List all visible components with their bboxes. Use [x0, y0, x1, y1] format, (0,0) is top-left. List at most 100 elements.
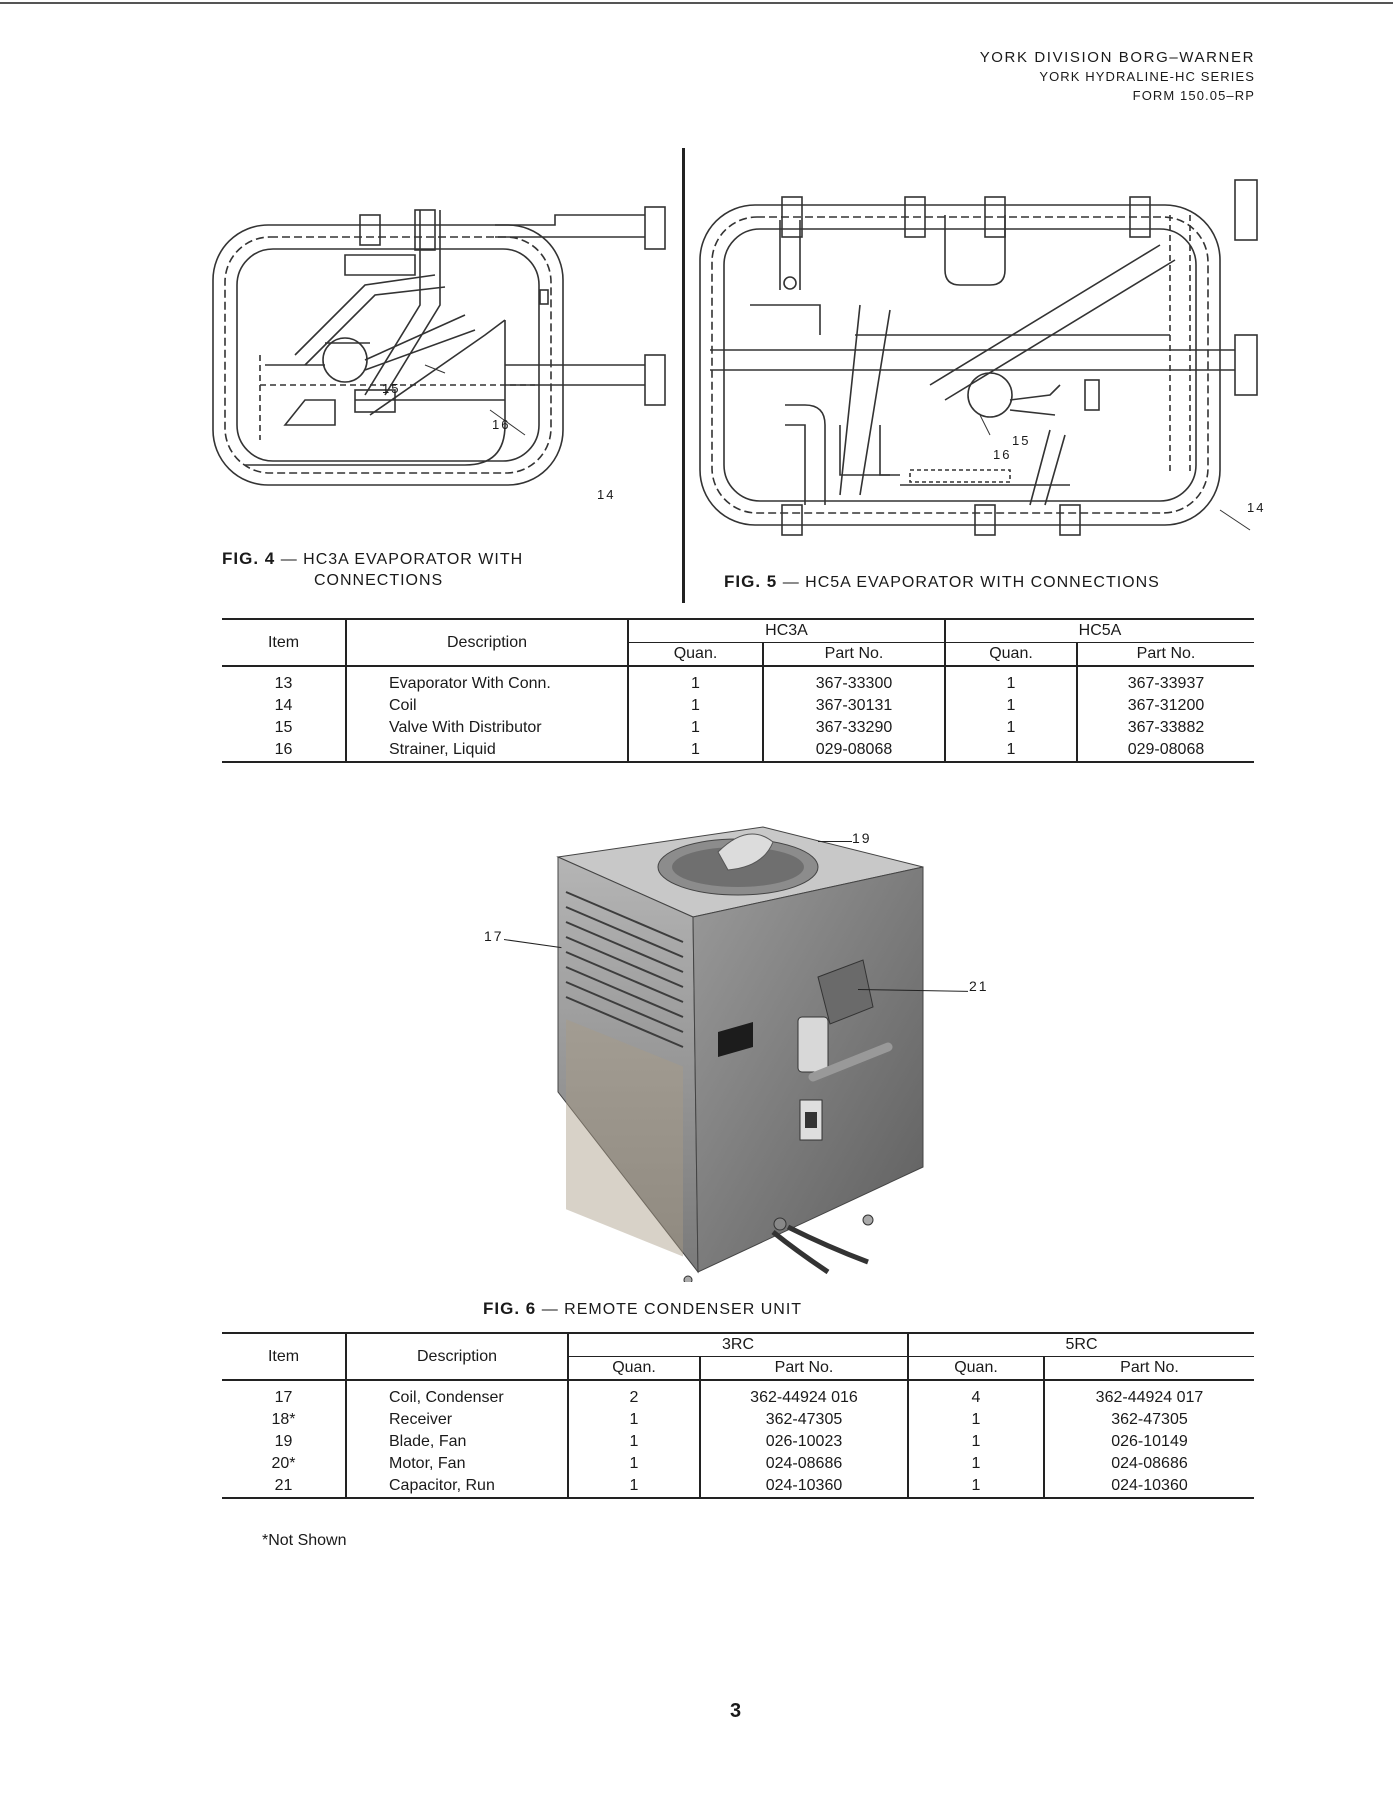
table2-header-quan: Quan.	[908, 1356, 1045, 1381]
fig4-title-line1: — HC3A EVAPORATOR WITH	[280, 551, 524, 568]
table1-part: 029-08068	[1127, 741, 1205, 758]
table2-quan: 1	[908, 1431, 1045, 1453]
table1-description: Coil	[346, 695, 629, 717]
table2-quan: 1	[568, 1475, 701, 1498]
table2-item: 20*	[222, 1453, 347, 1475]
table2-item: 18*	[222, 1409, 347, 1431]
evaporator-parts-table: Item Description HC3A HC5A Quan. Part No…	[222, 618, 1254, 763]
table2-description: Capacitor, Run	[346, 1475, 569, 1498]
table2-header-part: Part No.	[700, 1356, 909, 1381]
table2-item: 17	[222, 1380, 347, 1409]
table1-part: 367-33300	[763, 666, 946, 695]
table2-quan: 1	[568, 1431, 701, 1453]
table1-quan: 1	[628, 739, 764, 762]
fig6-title: — REMOTE CONDENSER UNIT	[541, 1301, 803, 1318]
table2-part: 362-44924 016	[700, 1380, 909, 1409]
header-line-1: YORK DIVISION BORG–WARNER	[979, 49, 1255, 66]
table-row: 21 Capacitor, Run 1 024-10360 1 024-1036…	[222, 1475, 1254, 1498]
fig4-callout-16: 16	[492, 417, 511, 432]
table2-part: 026-10023	[700, 1431, 909, 1453]
table2-part: 024-08686	[700, 1453, 909, 1475]
table1-header-part: Part No.	[1077, 642, 1254, 667]
header-line-2: YORK HYDRALINE-HC SERIES	[1039, 69, 1255, 84]
fig5-evaporator-diagram: 15 16 14	[690, 175, 1280, 550]
fig6-condenser-photo	[548, 822, 940, 1285]
document-header: YORK DIVISION BORG–WARNER YORK HYDRALINE…	[980, 48, 1255, 105]
table-row: 15 Valve With Distributor 1 367-33290 1 …	[222, 717, 1254, 739]
footnote: *Not Shown	[262, 1532, 347, 1549]
table2-part: 362-47305	[700, 1409, 909, 1431]
table2-quan: 2	[568, 1380, 701, 1409]
fig6-caption: FIG. 6 — REMOTE CONDENSER UNIT	[483, 1298, 802, 1320]
fig6-callout-21: 21	[969, 978, 989, 994]
fig4-callout-15: 15	[382, 381, 401, 396]
figure-divider	[682, 148, 685, 603]
fig6-callout-19: 19	[852, 830, 872, 846]
table1-quan: 1	[945, 695, 1078, 717]
page-number: 3	[730, 1700, 742, 1722]
table1-description: Strainer, Liquid	[346, 739, 629, 762]
table2-quan: 1	[908, 1453, 1045, 1475]
table2-quan: 1	[908, 1475, 1045, 1498]
table2-part: 024-10360	[700, 1475, 909, 1498]
table-row: 17 Coil, Condenser 2 362-44924 016 4 362…	[222, 1380, 1254, 1409]
table1-quan: 1	[945, 717, 1078, 739]
fig4-evaporator-diagram: 15 16 14	[205, 195, 675, 525]
table1-description: Evaporator With Conn.	[346, 666, 629, 695]
table1-part: 367-30131	[763, 695, 946, 717]
table-row: 20* Motor, Fan 1 024-08686 1 024-08686	[222, 1453, 1254, 1475]
fig6-number: FIG. 6	[483, 1299, 537, 1318]
table-row: 13 Evaporator With Conn. 1 367-33300 1 3…	[222, 666, 1254, 695]
table2-description: Coil, Condenser	[346, 1380, 569, 1409]
fig6-callout-17: 17	[484, 928, 504, 944]
header-line-3: FORM 150.05–RP	[1132, 88, 1255, 103]
table1-description: Valve With Distributor	[346, 717, 629, 739]
table1-header-hc3a: HC3A	[628, 619, 946, 643]
table2-header-quan: Quan.	[568, 1356, 701, 1381]
table2-quan: 1	[908, 1409, 1045, 1431]
table2-quan: 1	[568, 1409, 701, 1431]
table1-item: 13	[222, 666, 347, 695]
fig5-title: — HC5A EVAPORATOR WITH CONNECTIONS	[782, 574, 1160, 591]
fig5-caption: FIG. 5 — HC5A EVAPORATOR WITH CONNECTION…	[724, 571, 1160, 593]
fig4-caption: FIG. 4 — HC3A EVAPORATOR WITH CONNECTION…	[222, 548, 523, 591]
table1-header-part: Part No.	[763, 642, 946, 667]
fig4-number: FIG. 4	[222, 549, 276, 568]
fig5-callout-16: 16	[993, 447, 1012, 462]
table2-quan: 4	[908, 1380, 1045, 1409]
table2-description: Motor, Fan	[346, 1453, 569, 1475]
table1-part: 367-33882	[1127, 719, 1205, 736]
table2-part: 362-47305	[1111, 1411, 1188, 1428]
table2-header-item: Item	[222, 1333, 347, 1381]
table2-item: 21	[222, 1475, 347, 1498]
table1-item: 14	[222, 695, 347, 717]
table2-description: Receiver	[346, 1409, 569, 1431]
table-row: 16 Strainer, Liquid 1 029-08068 1 029-08…	[222, 739, 1254, 762]
table1-header-description: Description	[346, 619, 629, 667]
table1-header-quan: Quan.	[945, 642, 1078, 667]
table2-header-part: Part No.	[1044, 1356, 1254, 1381]
table2-quan: 1	[568, 1453, 701, 1475]
table2-header-description: Description	[346, 1333, 569, 1381]
table1-quan: 1	[945, 739, 1078, 762]
table2-header-3rc: 3RC	[568, 1333, 909, 1357]
fig5-callout-14: 14	[1247, 500, 1266, 515]
table1-quan: 1	[945, 666, 1078, 695]
table1-item: 15	[222, 717, 347, 739]
table2-part: 362-44924 017	[1095, 1389, 1204, 1406]
table1-part: 367-33290	[763, 717, 946, 739]
top-rule	[0, 2, 1393, 4]
table-row: 14 Coil 1 367-30131 1 367-31200	[222, 695, 1254, 717]
table1-header-hc5a: HC5A	[945, 619, 1254, 643]
table2-description: Blade, Fan	[346, 1431, 569, 1453]
table2-part: 024-10360	[1111, 1477, 1188, 1494]
table1-quan: 1	[628, 666, 764, 695]
condenser-parts-table: Item Description 3RC 5RC Quan. Part No. …	[222, 1332, 1254, 1499]
table2-part: 024-08686	[1111, 1455, 1188, 1472]
table1-part: 367-33937	[1127, 675, 1205, 692]
fig5-number: FIG. 5	[724, 572, 778, 591]
table-row: 19 Blade, Fan 1 026-10023 1 026-10149	[222, 1431, 1254, 1453]
table1-quan: 1	[628, 717, 764, 739]
table1-header-item: Item	[222, 619, 347, 667]
